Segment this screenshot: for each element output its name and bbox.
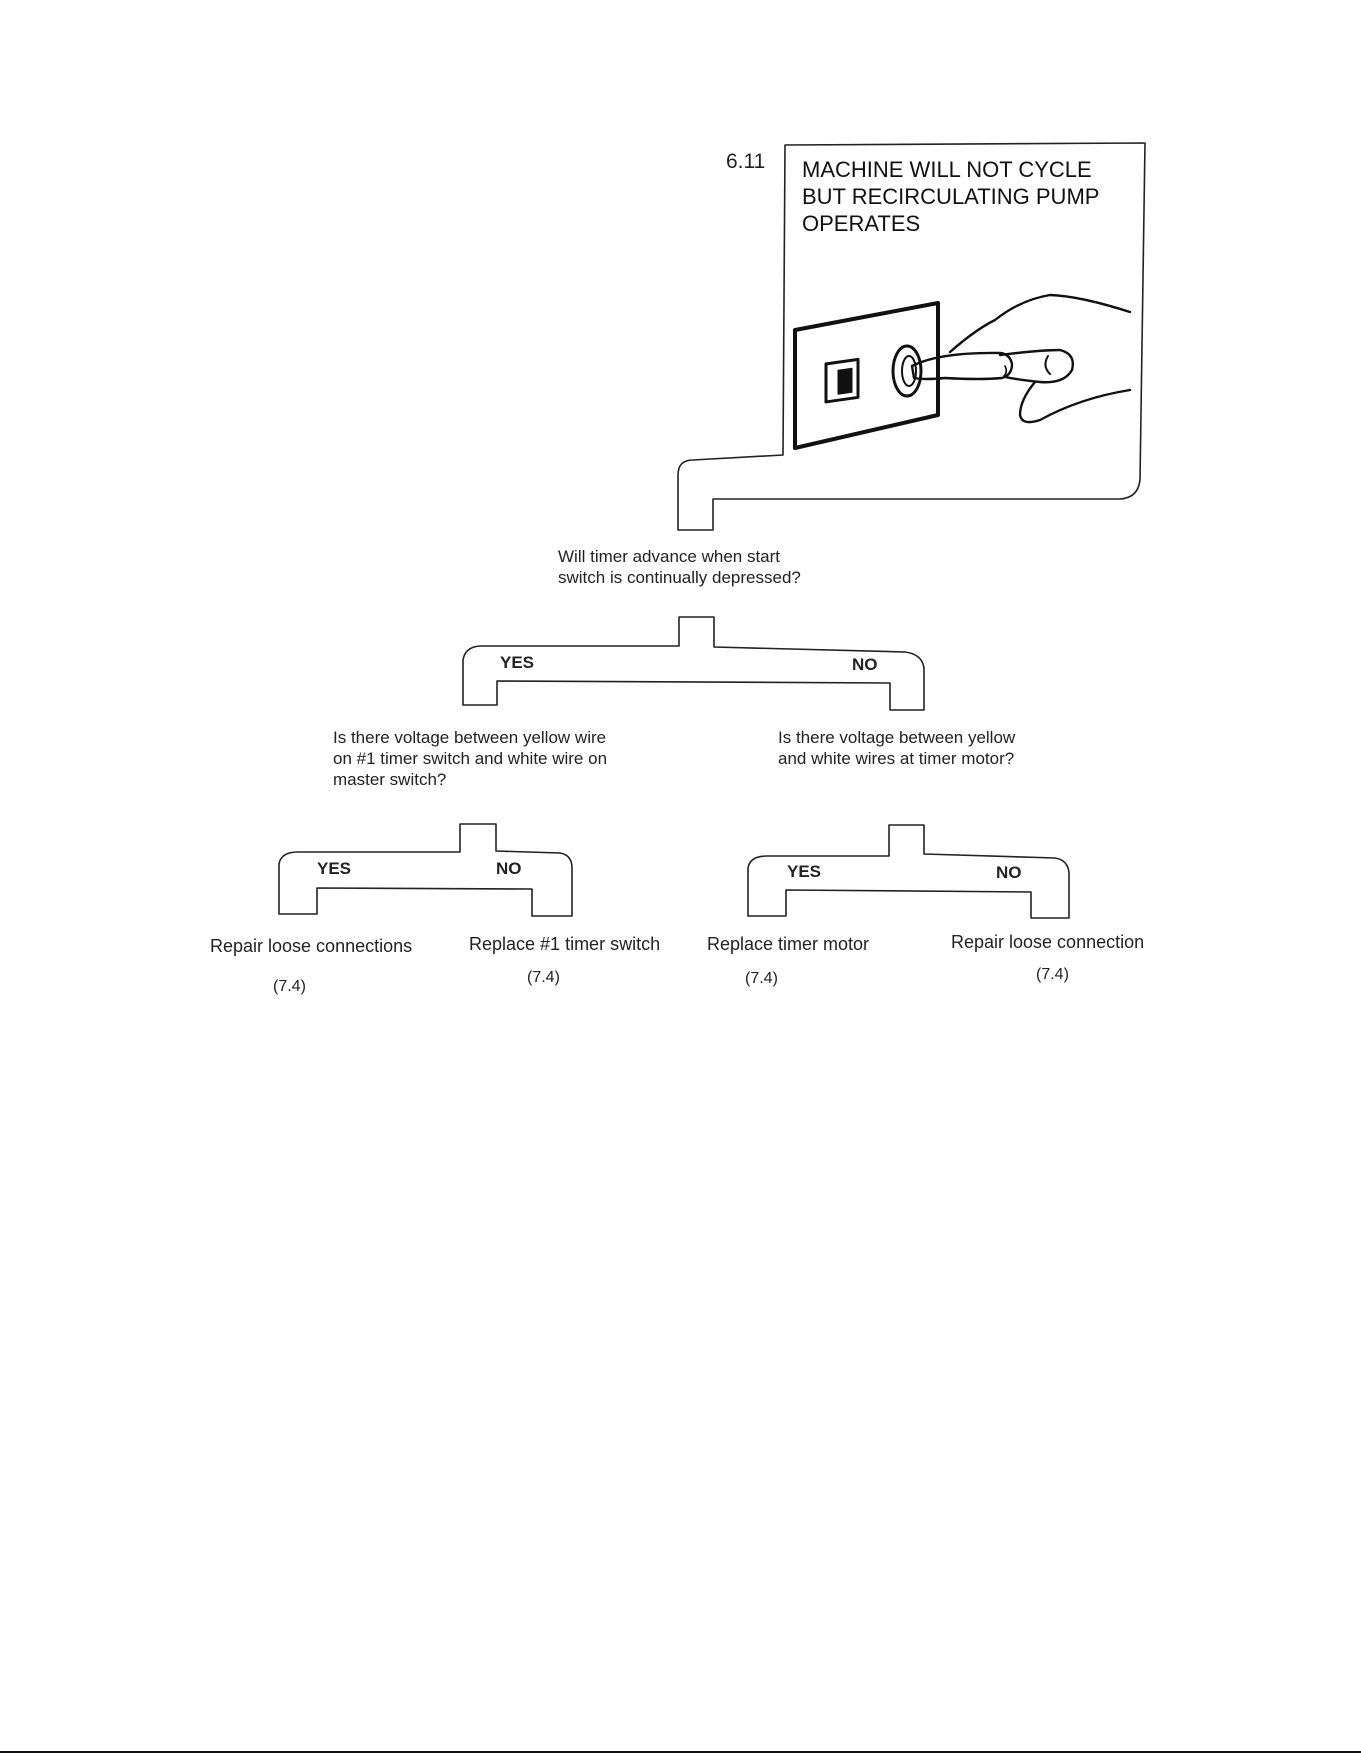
question-3: Is there voltage between yellow and whit… (778, 727, 1015, 769)
hand-finger (910, 351, 1014, 381)
q3-yes-label: YES (787, 862, 822, 881)
start-switch-illustration (793, 293, 1132, 450)
q3-no-label: NO (996, 863, 1022, 882)
q2-no-label: NO (496, 859, 522, 878)
outcome-ref: (7.4) (745, 970, 778, 987)
push-button (891, 344, 923, 398)
question-1: Will timer advance when start switch is … (558, 546, 801, 588)
control-panel (793, 301, 940, 450)
outcome-ref: (7.4) (527, 969, 560, 986)
bracket-q3 (747, 824, 1070, 919)
indicator-light (824, 357, 860, 404)
question-2-line: Is there voltage between yellow wire (333, 728, 607, 747)
question-2-line: master switch? (333, 770, 447, 789)
question-1-line: Will timer advance when start (558, 547, 781, 566)
section-title-line: BUT RECIRCULATING PUMP (802, 184, 1100, 209)
q2-yes-label: YES (317, 859, 352, 878)
outcome-repair-loose-connections: Repair loose connections (210, 936, 413, 956)
section-title: MACHINE WILL NOT CYCLE BUT RECIRCULATING… (802, 156, 1099, 237)
question-2: Is there voltage between yellow wire on … (333, 727, 607, 790)
title-box-outline (677, 142, 1146, 531)
outcome-replace-timer-switch: Replace #1 timer switch (469, 934, 661, 954)
q1-no-label: NO (852, 655, 878, 674)
section-number: 6.11 (726, 150, 766, 173)
question-3-line: Is there voltage between yellow (778, 728, 1016, 747)
question-1-line: switch is continually depressed? (558, 568, 801, 587)
outcome-ref: (7.4) (1036, 966, 1069, 983)
section-title-line: MACHINE WILL NOT CYCLE (802, 157, 1092, 182)
question-3-line: and white wires at timer motor? (778, 749, 1015, 768)
outcome-repair-loose-connection: Repair loose connection (951, 932, 1145, 952)
outcome-ref: (7.4) (273, 978, 306, 995)
hand-outline (948, 293, 1132, 354)
bracket-q2 (278, 823, 573, 917)
outcome-replace-timer-motor: Replace timer motor (707, 934, 870, 954)
question-2-line: on #1 timer switch and white wire on (333, 749, 608, 768)
section-title-line: OPERATES (802, 211, 921, 236)
bottom-edge-rule (0, 1751, 1361, 1753)
q1-yes-label: YES (500, 653, 535, 672)
bracket-q1 (462, 616, 925, 711)
